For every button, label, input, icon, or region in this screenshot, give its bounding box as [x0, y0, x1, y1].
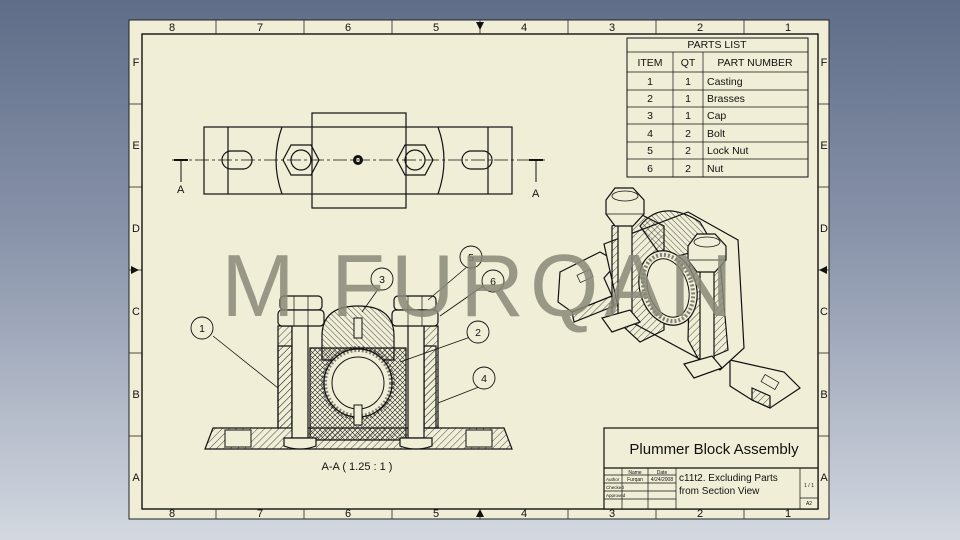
zone-labels-top: 8 7 6 5 4 3 2 1 [169, 22, 791, 34]
section-marker-right: A [532, 188, 540, 200]
zone-row-left: C [132, 306, 140, 318]
parts-list-item: 3 [647, 110, 653, 122]
parts-list-qty: 1 [685, 110, 691, 122]
parts-list-item: 1 [647, 76, 653, 88]
parts-list-item: 4 [647, 128, 653, 140]
zone-row-right: F [821, 57, 828, 69]
parts-list: PARTS LIST ITEM QT PART NUMBER 1 1 Casti… [626, 37, 809, 178]
zone-col-bottom: 4 [521, 508, 527, 520]
zone-col-bottom: 8 [169, 508, 175, 520]
parts-list-qty: 1 [685, 76, 691, 88]
zone-col-bottom: 7 [257, 508, 263, 520]
zone-row-left: D [132, 223, 140, 235]
section-view [204, 295, 513, 450]
row-label-author: Author [606, 477, 620, 482]
parts-list-qty: 1 [685, 93, 691, 105]
zone-col-top: 1 [785, 22, 791, 34]
parts-list-item: 5 [647, 145, 653, 157]
center-arrows [131, 22, 827, 517]
parts-list-header-qt: QT [681, 57, 696, 69]
balloons: 1 2 3 4 5 6 [190, 245, 505, 390]
balloon-3: 3 [379, 274, 385, 286]
balloon-5: 5 [468, 252, 474, 264]
parts-list-part: Brasses [707, 93, 745, 105]
zone-row-right: C [820, 306, 828, 318]
parts-list-part: Nut [707, 163, 723, 175]
zone-row-right: A [820, 472, 828, 484]
zone-ticks [129, 20, 829, 519]
zone-col-top: 6 [345, 22, 351, 34]
zone-row-left: B [132, 389, 139, 401]
zone-col-top: 5 [433, 22, 439, 34]
zone-labels-right: F E D C B A [820, 57, 828, 484]
zone-col-top: 7 [257, 22, 263, 34]
parts-list-item: 6 [647, 163, 653, 175]
parts-list-part: Lock Nut [707, 145, 749, 157]
parts-list-item: 2 [647, 93, 653, 105]
zone-row-left: A [132, 472, 140, 484]
balloon-6: 6 [490, 276, 496, 288]
balloon-1: 1 [199, 323, 205, 335]
author-date: 4/24/2008 [651, 477, 673, 483]
row-label-checked: Checked [606, 485, 624, 490]
zone-col-top: 8 [169, 22, 175, 34]
name-header: Name [628, 470, 642, 476]
zone-row-right: D [820, 223, 828, 235]
zone-row-left: F [133, 57, 140, 69]
parts-list-qty: 2 [685, 163, 691, 175]
zone-row-left: E [132, 140, 139, 152]
parts-list-qty: 2 [685, 128, 691, 140]
zone-labels-left: F E D C B A [132, 57, 140, 484]
balloon-2: 2 [475, 327, 481, 339]
sheet-number: 1 / 1 [804, 483, 814, 489]
zone-labels-bottom: 8 7 6 5 4 3 2 1 [169, 508, 791, 520]
zone-col-bottom: 2 [697, 508, 703, 520]
zone-col-bottom: 5 [433, 508, 439, 520]
section-marker-left: A [177, 184, 185, 196]
zone-row-right: E [820, 140, 827, 152]
zone-col-bottom: 6 [345, 508, 351, 520]
parts-list-qty: 2 [685, 145, 691, 157]
title-block: Plummer Block Assembly Name Date Author … [603, 427, 819, 510]
date-header: Date [657, 470, 668, 476]
parts-list-part: Cap [707, 110, 726, 122]
balloon-4: 4 [481, 373, 487, 385]
balloon-leaders [212, 265, 487, 404]
view-label: A-A ( 1.25 : 1 ) [322, 461, 393, 473]
parts-list-title: PARTS LIST [687, 39, 747, 51]
author-name: Furqan [627, 477, 643, 483]
description-line-2: from Section View [679, 486, 760, 497]
parts-list-header-item: ITEM [637, 57, 662, 69]
row-label-approved: Approved [606, 493, 626, 498]
zone-col-top: 3 [609, 22, 615, 34]
revision: A2 [806, 501, 812, 507]
drawing-title: Plummer Block Assembly [629, 441, 799, 458]
parts-list-part: Casting [707, 76, 743, 88]
zone-col-bottom: 3 [609, 508, 615, 520]
zone-row-right: B [820, 389, 827, 401]
top-view [172, 112, 545, 209]
zone-col-top: 2 [697, 22, 703, 34]
isometric-view [557, 187, 801, 409]
description-line-1: c11t2. Excluding Parts [679, 473, 778, 484]
parts-list-header-part: PART NUMBER [717, 57, 793, 69]
parts-list-part: Bolt [707, 128, 725, 140]
zone-col-bottom: 1 [785, 508, 791, 520]
watermark: M FURQAN [221, 236, 738, 335]
zone-col-top: 4 [521, 22, 527, 34]
